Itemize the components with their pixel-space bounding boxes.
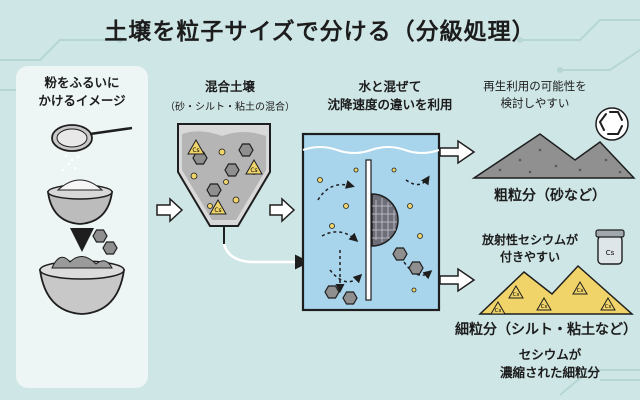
- cs-badge: Cs: [600, 297, 616, 311]
- cs-badge: Cs: [536, 297, 552, 311]
- cs-badge: Cs: [209, 198, 227, 215]
- cs-badge: Cs: [245, 158, 263, 175]
- radioactive-label-line2: 付きやすい: [499, 250, 560, 264]
- water-tank: [301, 132, 441, 312]
- cs-badge: Cs: [490, 301, 506, 315]
- svg-text:Cs: Cs: [192, 147, 199, 154]
- svg-text:Cs: Cs: [513, 292, 520, 298]
- recycle-icon: [595, 107, 629, 141]
- bowl-powder-icon: [46, 179, 114, 225]
- cs-badge: Cs: [187, 138, 205, 155]
- bowl-gravel-icon: [38, 229, 126, 315]
- coarse-sand-pile: [471, 133, 636, 179]
- recycle-label-line1: 再生利用の可能性を: [483, 79, 587, 93]
- feed-flow-arrow: [222, 243, 310, 270]
- mesh-screen-icon: [371, 193, 399, 247]
- divider-plate: [365, 159, 372, 301]
- cs-badge: Cs: [508, 285, 524, 299]
- svg-text:Cs: Cs: [606, 249, 615, 257]
- fine-desc-line2: 濃縮された細粒分: [499, 365, 600, 380]
- recycle-label-line2: 検討しやすい: [500, 96, 570, 110]
- svg-text:Cs: Cs: [495, 308, 502, 314]
- svg-text:Cs: Cs: [577, 288, 584, 294]
- hopper: Cs Cs Cs: [177, 123, 271, 244]
- svg-text:Cs: Cs: [214, 207, 221, 214]
- water-label-line2: 沈降速度の違いを利用: [327, 97, 453, 112]
- radioactive-label-line1: 放射性セシウムが: [481, 233, 578, 247]
- sieve-panel: [16, 66, 148, 388]
- arrow-fine-output-icon: [439, 267, 476, 293]
- coarse-label: 粗粒分（砂など）: [494, 188, 606, 204]
- arrow-coarse-output-icon: [439, 139, 476, 165]
- svg-text:Cs: Cs: [250, 167, 257, 174]
- fine-label: 細粒分（シルト・粘土など）: [455, 322, 637, 338]
- cs-badge: Cs: [572, 281, 588, 295]
- fine-clay-pile: Cs Cs Cs Cs Cs: [478, 264, 634, 315]
- page-title: 土壌を粒子サイズで分ける（分級処理）: [104, 19, 536, 45]
- mixed-soil-subtitle: （砂・シルト・粘土の混合）: [165, 102, 295, 113]
- water-label-line1: 水と混ぜて: [358, 79, 422, 94]
- jar-icon: Cs: [595, 229, 625, 265]
- arrow-to-tank-icon: [269, 197, 296, 223]
- svg-text:Cs: Cs: [541, 304, 548, 310]
- sieve-icon: [51, 124, 133, 172]
- sieve-label-line1: 粉をふるいに: [44, 75, 120, 90]
- svg-text:Cs: Cs: [605, 304, 612, 310]
- fine-desc-line1: セシウムが: [518, 347, 582, 362]
- mixed-soil-title: 混合土壌: [204, 79, 255, 94]
- arrow-to-hopper-icon: [156, 197, 184, 223]
- sieve-label-line2: かけるイメージ: [38, 93, 126, 108]
